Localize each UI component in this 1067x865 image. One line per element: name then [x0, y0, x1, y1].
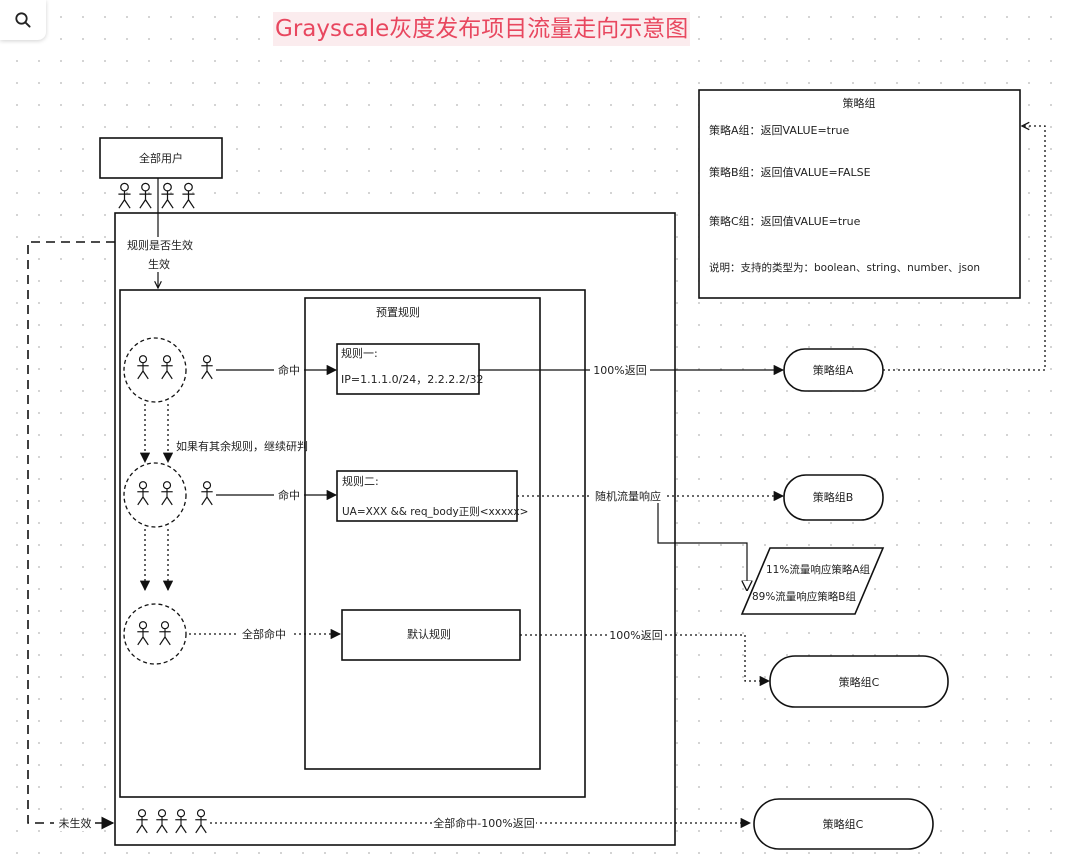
- rule1-box[interactable]: [336, 343, 480, 395]
- return-a-label: 100%返回: [593, 364, 646, 377]
- inner-container: [119, 289, 586, 798]
- return-c-label: 100%返回: [609, 629, 662, 642]
- search-button[interactable]: [0, 0, 46, 40]
- search-icon: [15, 12, 31, 28]
- group-a-to-panel-edge: [883, 126, 1046, 371]
- user-group-1: [123, 337, 187, 403]
- all-users-people: [117, 182, 196, 209]
- policy-panel: [698, 89, 1021, 299]
- rule2-title: 规则二:: [342, 474, 379, 488]
- all-users-label: 全部用户: [139, 151, 183, 165]
- policy-panel-title: 策略组: [843, 96, 876, 110]
- effective-label: 生效: [148, 257, 170, 271]
- not-effective-label: 未生效: [59, 816, 92, 830]
- group-a-label: 策略组A: [813, 363, 854, 377]
- group-c-label: 策略组C: [839, 675, 880, 689]
- hit1-label: 命中: [278, 363, 300, 377]
- continue-label: 如果有其余规则，继续研判: [176, 439, 308, 453]
- not-effective-path: [27, 241, 115, 824]
- all-hit-label: 全部命中: [242, 627, 286, 641]
- group-c-bottom-node[interactable]: [753, 798, 934, 850]
- split-line1: 11%流量响应策略A组: [766, 563, 871, 576]
- person-icon: [160, 182, 175, 209]
- rule2-body: UA=XXX && req_body正则<xxxxx>: [342, 505, 528, 518]
- user-group-2: [123, 462, 187, 528]
- policy-note: 说明：支持的类型为：boolean、string、number、json: [709, 261, 980, 274]
- user-group-3: [123, 603, 187, 665]
- random-split-edge: [657, 503, 747, 590]
- split-line2: 89%流量响应策略B组: [752, 590, 857, 603]
- rule1-title: 规则一:: [341, 346, 378, 360]
- traffic-split-shape: [740, 547, 885, 615]
- policy-line-a: 策略A组：返回VALUE=true: [709, 123, 849, 137]
- group-b-label: 策略组B: [813, 490, 854, 504]
- person-icon: [117, 182, 132, 209]
- group-a-node[interactable]: [783, 348, 884, 392]
- group-c-node[interactable]: [769, 655, 949, 708]
- group-b-node[interactable]: [783, 474, 884, 521]
- continue-arrows: [139, 404, 174, 592]
- preset-rules-label: 预置规则: [376, 305, 420, 319]
- default-rule-label: 默认规则: [407, 627, 451, 641]
- random-label: 随机流量响应: [595, 489, 661, 503]
- group-c-bottom-label: 策略组C: [823, 817, 864, 831]
- rule-effective-label: 规则是否生效: [127, 238, 193, 252]
- all-users-box: [99, 137, 223, 179]
- hit2-label: 命中: [278, 488, 300, 502]
- policy-line-c: 策略C组：返回值VALUE=true: [709, 214, 861, 228]
- person-icon: [138, 182, 153, 209]
- all-hit-100-label: 全部命中-100%返回: [433, 816, 534, 830]
- policy-line-b: 策略B组：返回值VALUE=FALSE: [709, 165, 871, 179]
- default-rule-box[interactable]: [341, 609, 521, 661]
- rule1-body: IP=1.1.1.0/24，2.2.2.2/32: [341, 373, 483, 386]
- page-title: Grayscale灰度发布项目流量走向示意图: [273, 12, 691, 46]
- person-icon: [181, 182, 196, 209]
